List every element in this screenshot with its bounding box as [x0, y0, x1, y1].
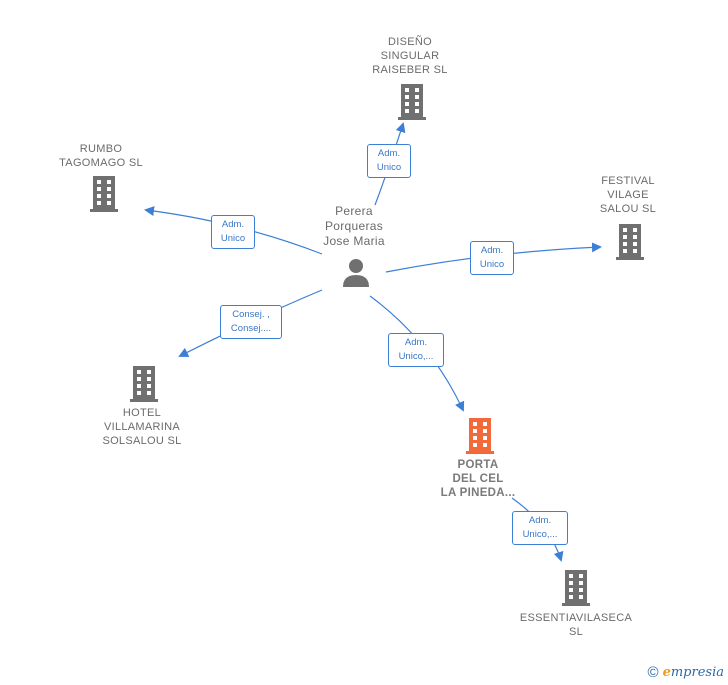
- company-label-hotel[interactable]: HOTEL VILLAMARINA SOLSALOU SL: [102, 407, 182, 447]
- relation-label-essentia[interactable]: Adm. Unico,...: [512, 511, 568, 545]
- building-icon[interactable]: [464, 418, 496, 454]
- relation-label-porta[interactable]: Adm. Unico,...: [388, 333, 444, 367]
- company-label-festival[interactable]: FESTIVAL VILAGE SALOU SL: [599, 175, 657, 215]
- company-label-porta[interactable]: PORTA DEL CEL LA PINEDA...: [440, 459, 516, 499]
- building-icon[interactable]: [560, 570, 592, 606]
- company-label-diseno[interactable]: DISEÑO SINGULAR RAISEBER SL: [372, 36, 448, 76]
- person-label[interactable]: Perera Porqueras Jose Maria: [323, 204, 385, 248]
- copyright-symbol: ©: [647, 664, 659, 681]
- relation-label-rumbo[interactable]: Adm. Unico: [211, 215, 255, 249]
- company-label-rumbo[interactable]: RUMBO TAGOMAGO SL: [59, 143, 143, 169]
- footer-brand: © empresia: [648, 664, 724, 681]
- building-icon[interactable]: [614, 224, 646, 260]
- person-icon[interactable]: [340, 256, 372, 288]
- relation-label-diseno[interactable]: Adm. Unico: [367, 144, 411, 178]
- empresia-logo: empresia: [662, 665, 724, 680]
- building-icon[interactable]: [88, 176, 120, 212]
- building-icon[interactable]: [128, 366, 160, 402]
- building-icon[interactable]: [396, 84, 428, 120]
- company-label-essentia[interactable]: ESSENTIAVILASECA SL: [519, 612, 633, 638]
- relation-label-hotel[interactable]: Consej. , Consej....: [220, 305, 282, 339]
- relation-label-festival[interactable]: Adm. Unico: [470, 241, 514, 275]
